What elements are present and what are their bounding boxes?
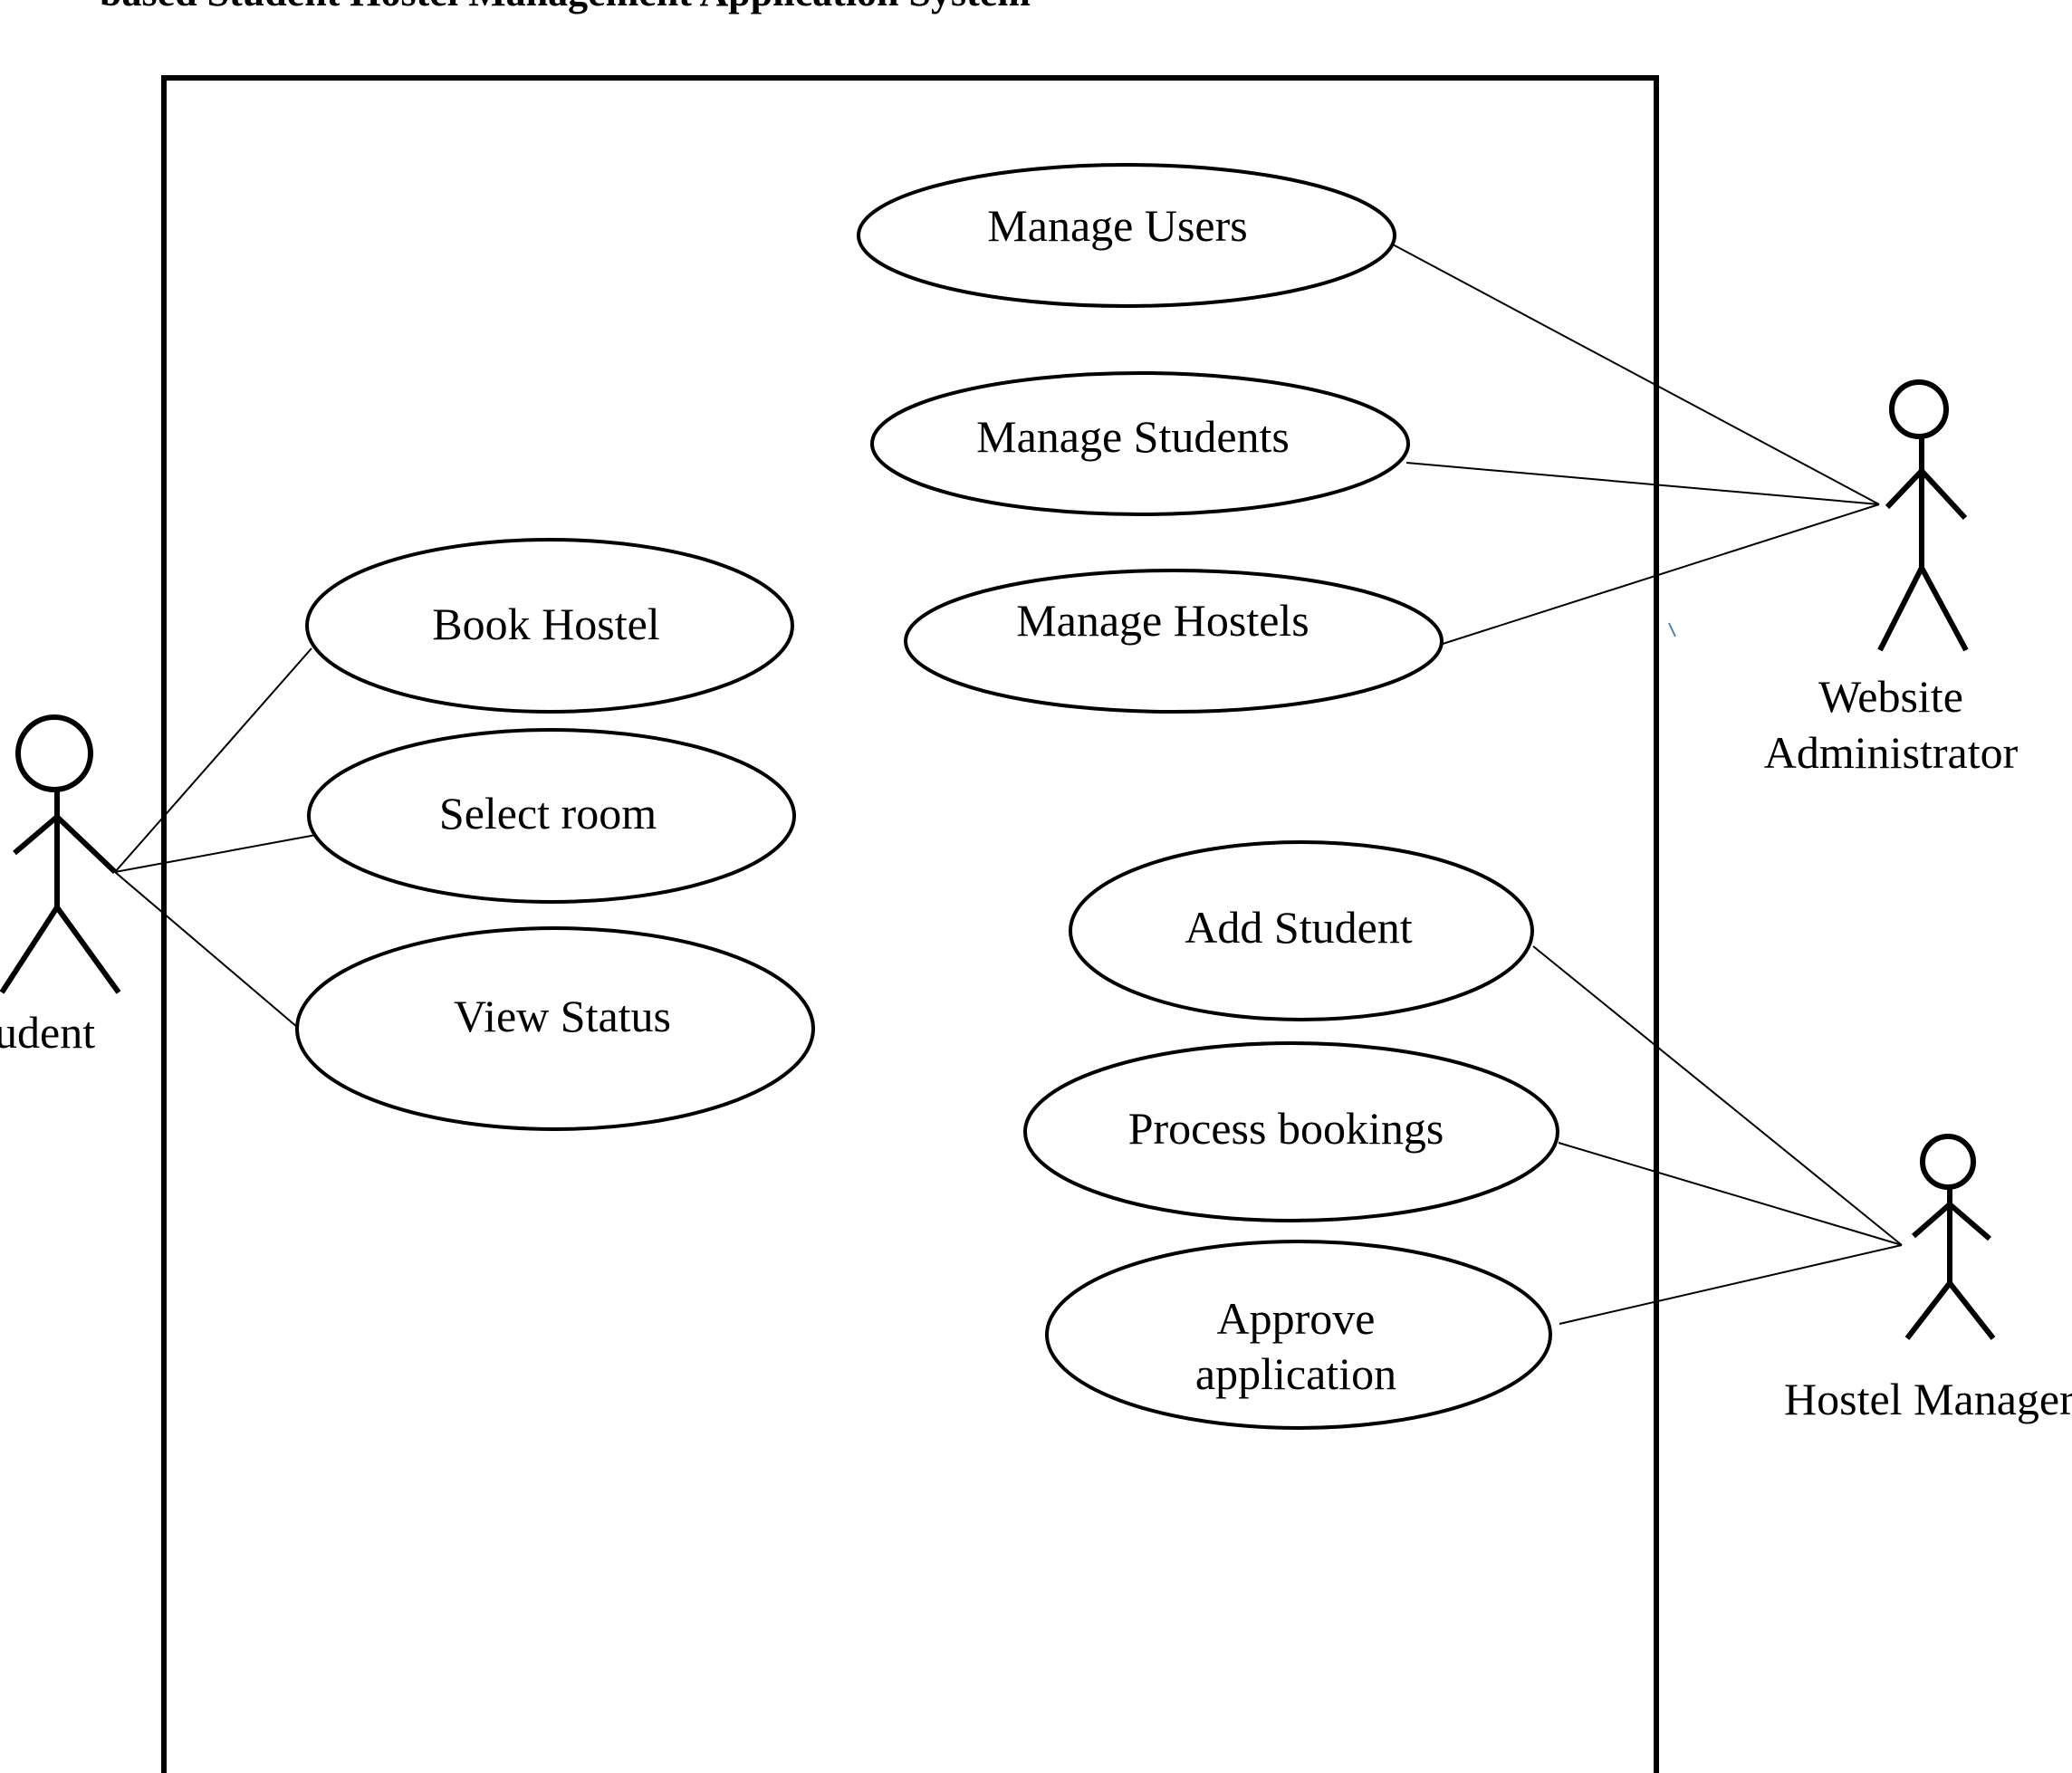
actor-hostel-manager: Hostel Manager bbox=[1784, 1134, 2072, 1424]
association-manager-approve-application bbox=[1559, 1244, 1903, 1325]
stray-mark bbox=[1668, 622, 1676, 637]
actor-arm-right bbox=[54, 814, 118, 875]
actor-arm-left bbox=[1912, 1202, 1952, 1239]
actor-leg-right bbox=[54, 906, 121, 994]
actor-arm-left bbox=[13, 814, 59, 856]
association-admin-manage-users bbox=[1392, 244, 1880, 505]
use-case-ellipse bbox=[857, 163, 1396, 308]
actor-leg-left bbox=[0, 906, 60, 994]
association-student-select-room bbox=[114, 834, 317, 873]
actor-head bbox=[1920, 1134, 1976, 1190]
use-case-ellipse bbox=[1023, 1041, 1559, 1222]
use-case-label: View Status bbox=[454, 991, 671, 1041]
use-case-select-room: Select room bbox=[307, 728, 796, 904]
use-case-ellipse bbox=[295, 926, 815, 1131]
actor-leg-right bbox=[1919, 566, 1969, 652]
association-student-book-hostel bbox=[114, 647, 312, 873]
use-case-book-hostel: Book Hostel bbox=[305, 538, 794, 714]
association-manager-process-bookings bbox=[1558, 1142, 1903, 1246]
actor-head bbox=[1889, 379, 1949, 439]
use-case-view-status: View Status bbox=[295, 926, 815, 1131]
association-student-view-status bbox=[114, 871, 304, 1033]
actor-label: udent bbox=[0, 1007, 95, 1058]
use-case-ellipse bbox=[1069, 840, 1534, 1021]
use-case-ellipse bbox=[1045, 1240, 1552, 1430]
use-case-label: Process bookings bbox=[1128, 1103, 1444, 1154]
use-case-ellipse bbox=[307, 728, 796, 904]
association-admin-manage-students bbox=[1405, 462, 1880, 505]
actor-leg-left bbox=[1904, 1281, 1952, 1340]
use-case-ellipse bbox=[870, 371, 1410, 516]
actor-arm-right bbox=[1919, 468, 1968, 521]
actor-arm-right bbox=[1948, 1202, 1991, 1241]
actor-arm-left bbox=[1885, 468, 1924, 510]
use-case-label: Manage Users bbox=[987, 200, 1247, 251]
use-case-manage-users: Manage Users bbox=[857, 163, 1396, 308]
diagram-title: based Student Hostel Management Applicat… bbox=[100, 0, 1031, 14]
use-case-manage-hostels: Manage Hostels bbox=[904, 569, 1444, 714]
use-case-process-bookings: Process bookings bbox=[1023, 1041, 1559, 1222]
system-boundary bbox=[161, 75, 1659, 1773]
actor-student: udent bbox=[0, 714, 121, 1058]
use-case-label: Book Hostel bbox=[432, 599, 659, 649]
actor-leg-right bbox=[1947, 1281, 1996, 1340]
use-case-label: Manage Students bbox=[976, 411, 1290, 462]
use-case-manage-students: Manage Students bbox=[870, 371, 1410, 516]
actor-leg-left bbox=[1877, 566, 1924, 652]
use-case-ellipse bbox=[904, 569, 1444, 714]
association-admin-manage-hostels bbox=[1439, 503, 1880, 646]
use-case-label: Add Student bbox=[1185, 902, 1413, 953]
use-case-label: Manage Hostels bbox=[1016, 595, 1309, 646]
actor-head bbox=[15, 714, 93, 792]
use-case-approve-application: Approve application bbox=[1045, 1240, 1552, 1430]
use-case-add-student: Add Student bbox=[1069, 840, 1534, 1021]
use-case-label: Select room bbox=[439, 788, 657, 839]
actor-website-administrator: Website Administrator bbox=[1764, 379, 2019, 778]
use-case-label-line-1: Approve bbox=[1217, 1293, 1376, 1344]
association-manager-add-student bbox=[1532, 945, 1903, 1246]
use-case-ellipse bbox=[305, 538, 794, 714]
actor-label-line-1: Website bbox=[1818, 671, 1963, 722]
actor-label-line-2: Administrator bbox=[1764, 727, 2019, 778]
use-case-label-line-2: application bbox=[1195, 1348, 1396, 1399]
actor-label: Hostel Manager bbox=[1784, 1374, 2072, 1424]
